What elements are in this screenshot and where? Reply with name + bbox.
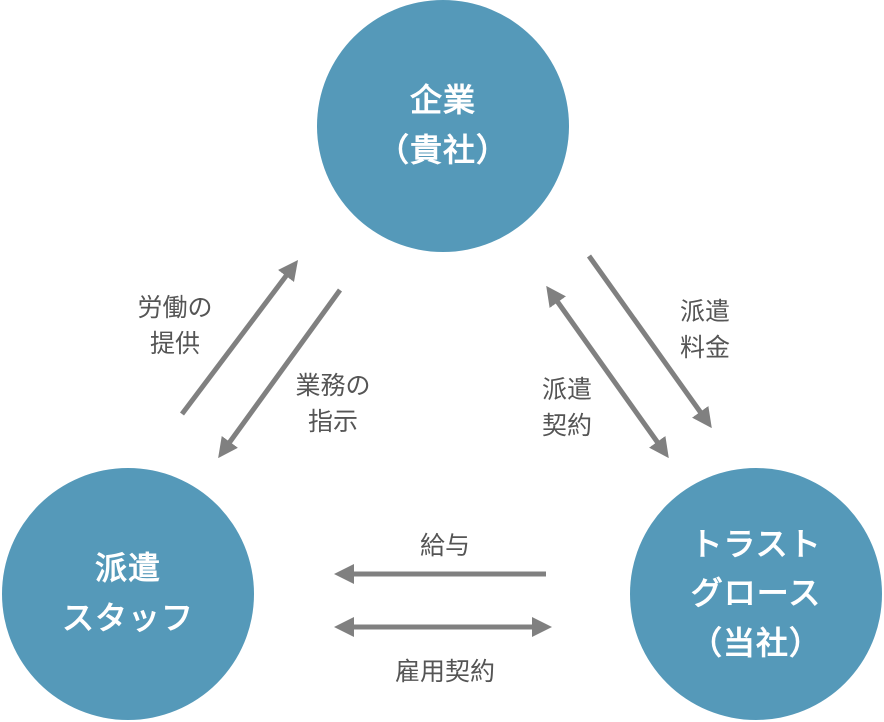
node-dispatch-staff: 派遣 スタッフ — [2, 468, 254, 720]
label-dispatch-contract: 派遣 契約 — [522, 372, 612, 445]
node-staff-line1: 派遣 — [94, 549, 161, 588]
label-salary-line1: 給与 — [419, 531, 470, 560]
label-salary: 給与 — [390, 528, 500, 564]
label-contract-line2: 契約 — [541, 411, 592, 441]
label-contract-line1: 派遣 — [541, 375, 592, 404]
label-instruction-line2: 指示 — [307, 407, 358, 437]
label-work-instruction: 業務の 指示 — [278, 368, 388, 441]
label-labor-line2: 提供 — [149, 329, 200, 359]
node-staff-line2: スタッフ — [61, 599, 194, 637]
node-trust-line3: （当社） — [689, 623, 822, 662]
label-dispatch-fee: 派遣 料金 — [660, 294, 750, 367]
node-company-line1: 企業 — [409, 81, 476, 120]
label-employment-line1: 雇用契約 — [394, 657, 495, 686]
node-trust-growth: トラスト グロース （当社） — [630, 468, 882, 720]
label-fee-line1: 派遣 — [679, 297, 730, 326]
node-company-line2: （貴社） — [376, 131, 509, 169]
label-employment-contract: 雇用契約 — [370, 654, 520, 690]
node-trust-line1: トラスト — [690, 524, 822, 563]
label-labor-line1: 労働の — [137, 293, 213, 322]
arrow-dispatch-contract — [546, 285, 669, 459]
arrow-labor-provision — [180, 260, 299, 416]
arrow-work-instruction — [218, 288, 343, 459]
label-labor-provision: 労働の 提供 — [120, 290, 230, 363]
label-fee-line2: 料金 — [679, 333, 730, 363]
node-trust-line2: グロース — [690, 574, 822, 613]
node-company: 企業 （貴社） — [317, 0, 569, 252]
label-instruction-line1: 業務の — [295, 371, 371, 400]
